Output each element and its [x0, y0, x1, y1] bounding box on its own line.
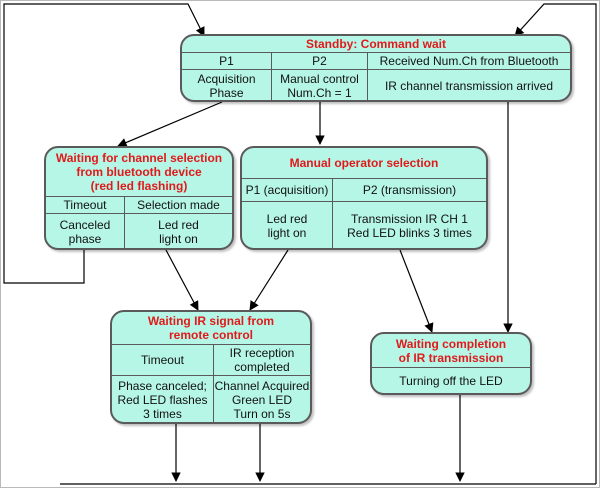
manual-header-p2: P2 (transmission) — [332, 179, 486, 201]
arrow-manual-to-completion — [399, 249, 434, 333]
ir-body-channel-acquired: Channel Acquired Green LED Turn on 5s — [213, 376, 310, 422]
state-waiting-completion-title: Waiting completion of IR transmission — [395, 336, 507, 365]
state-waiting-ir: Waiting IR signal from remote control Ti… — [110, 310, 312, 424]
state-waiting-channel-title: Waiting for channel selection from bluet… — [55, 151, 223, 193]
standby-header-bluetooth: Received Num.Ch from Bluetooth — [367, 53, 570, 69]
standby-header-p1: P1 — [219, 54, 234, 68]
manual-body-led-on: Led red light on — [266, 212, 308, 240]
channel-body-canceled: Canceled phase — [59, 218, 111, 246]
loop-arrow-right — [514, 3, 597, 484]
completion-body-led-off: Turning off the LED — [399, 374, 503, 388]
standby-body-manual: Manual control Num.Ch = 1 — [271, 70, 367, 100]
standby-header-p2: P2 — [271, 53, 367, 69]
ir-header-reception: IR reception completed — [213, 345, 310, 375]
arrow-standby-to-channel — [117, 101, 223, 148]
ir-header-timeout: Timeout — [141, 353, 184, 367]
channel-body-led-on: Led red light on — [124, 214, 232, 248]
standby-body-ir-arrived: IR channel transmission arrived — [367, 70, 570, 100]
state-manual-selection-title: Manual operator selection — [289, 156, 439, 170]
standby-body-acquisition: Acquisition Phase — [197, 72, 256, 100]
loop-arrow-left — [3, 3, 205, 284]
arrow-channel-to-ir — [165, 249, 199, 311]
channel-header-timeout: Timeout — [63, 198, 107, 212]
state-waiting-channel: Waiting for channel selection from bluet… — [44, 146, 234, 250]
state-standby-title: Standby: Command wait — [305, 37, 446, 51]
state-standby: Standby: Command wait P1 P2 Received Num… — [180, 34, 572, 102]
manual-body-transmission: Transmission IR CH 1 Red LED blinks 3 ti… — [332, 202, 486, 248]
arrow-manual-to-ir — [249, 249, 289, 311]
state-manual-selection: Manual operator selection P1 (acquisitio… — [240, 146, 488, 250]
state-waiting-completion: Waiting completion of IR transmission Tu… — [370, 332, 532, 395]
state-waiting-ir-title: Waiting IR signal from remote control — [147, 314, 275, 342]
manual-header-p1: P1 (acquisition) — [245, 183, 329, 197]
channel-header-selection: Selection made — [124, 197, 232, 213]
ir-body-phase-canceled: Phase canceled; Red LED flashes 3 times — [117, 379, 208, 421]
